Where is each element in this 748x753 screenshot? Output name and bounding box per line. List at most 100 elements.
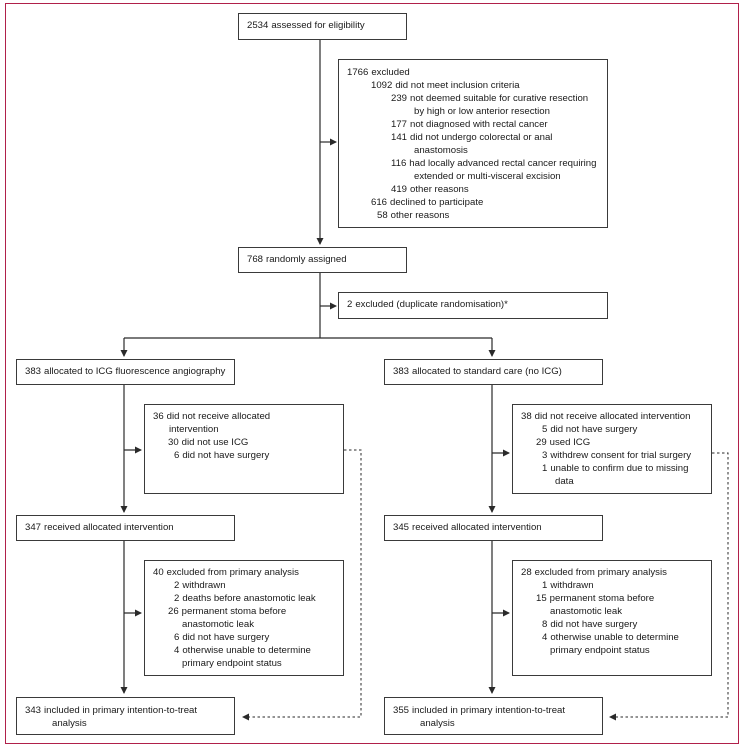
right-allocated-label: allocated to standard care (no ICG) bbox=[412, 366, 562, 377]
right-included-count: 355 bbox=[393, 705, 410, 716]
left-unable-label: otherwise unable to determine bbox=[182, 645, 311, 656]
randomised-count: 768 bbox=[247, 254, 264, 265]
left-received-count: 347 bbox=[25, 522, 42, 533]
inclusion-count: 1092 bbox=[371, 80, 393, 91]
assessed-label: assessed for eligibility bbox=[271, 20, 365, 31]
left-excl-count: 40 bbox=[153, 567, 164, 578]
right-withdrew-label: withdrew consent for trial surgery bbox=[550, 450, 692, 461]
advanced-count: 116 bbox=[391, 158, 407, 169]
left-noicg-count: 30 bbox=[168, 437, 179, 448]
right-missing-count: 1 bbox=[542, 463, 548, 474]
right-usedicg-count: 29 bbox=[536, 437, 547, 448]
right-stoma-count: 15 bbox=[536, 593, 547, 604]
left-nosurgery-label: did not have surgery bbox=[182, 450, 270, 461]
right-missing-cont: data bbox=[555, 476, 574, 487]
right-stoma-cont: anastomotic leak bbox=[550, 606, 622, 617]
rectal-label: not diagnosed with rectal cancer bbox=[410, 119, 548, 130]
anastomosis-count: 141 bbox=[391, 132, 408, 143]
left-nosurgery-count: 6 bbox=[174, 450, 180, 461]
right-included-cont: analysis bbox=[420, 718, 455, 729]
right-withdrawn-count: 1 bbox=[542, 580, 548, 591]
randomised-label: randomly assigned bbox=[266, 254, 347, 265]
other2-label: other reasons bbox=[390, 210, 450, 221]
left-excl-label: excluded from primary analysis bbox=[166, 567, 299, 578]
anastomosis-label: did not undergo colorectal or anal bbox=[410, 132, 553, 143]
left-unable-count: 4 bbox=[174, 645, 180, 656]
left-noicg-label: did not use ICG bbox=[181, 437, 249, 448]
left-received-label: received allocated intervention bbox=[44, 522, 174, 533]
duplicate-count: 2 bbox=[347, 299, 353, 310]
left-notreceived-label: did not receive allocated bbox=[166, 411, 271, 422]
curative-count: 239 bbox=[391, 93, 408, 104]
anastomosis-cont: anastomosis bbox=[414, 145, 468, 156]
right-received-label: received allocated intervention bbox=[412, 522, 542, 533]
left-notreceived-cont: intervention bbox=[169, 424, 219, 435]
advanced-cont: extended or multi-visceral excision bbox=[414, 171, 561, 182]
assessed-count: 2534 bbox=[247, 20, 269, 31]
right-stoma-label: permanent stoma before bbox=[549, 593, 655, 604]
left-included-label: included in primary intention-to-treat bbox=[44, 705, 198, 716]
excluded-total-label: excluded bbox=[371, 67, 410, 78]
right-nosurg2-count: 8 bbox=[542, 619, 548, 630]
left-unable-cont: primary endpoint status bbox=[182, 658, 282, 669]
curative-cont: by high or low anterior resection bbox=[414, 106, 550, 117]
left-included-count: 343 bbox=[25, 705, 42, 716]
right-received-count: 345 bbox=[393, 522, 410, 533]
advanced-label: had locally advanced rectal cancer requi… bbox=[409, 158, 597, 169]
excluded-total-count: 1766 bbox=[347, 67, 369, 78]
left-withdrawn-count: 2 bbox=[174, 580, 180, 591]
left-notreceived-count: 36 bbox=[153, 411, 164, 422]
right-notreceived-count: 38 bbox=[521, 411, 532, 422]
left-included-cont: analysis bbox=[52, 718, 87, 729]
left-stoma-label: permanent stoma before bbox=[181, 606, 287, 617]
right-nosurg2-label: did not have surgery bbox=[550, 619, 638, 630]
right-allocated-count: 383 bbox=[393, 366, 410, 377]
right-unable-count: 4 bbox=[542, 632, 548, 643]
right-excl-count: 28 bbox=[521, 567, 532, 578]
declined-count: 616 bbox=[371, 197, 388, 208]
right-excl-label: excluded from primary analysis bbox=[534, 567, 667, 578]
duplicate-label: excluded (duplicate randomisation)* bbox=[355, 299, 508, 310]
right-included-label: included in primary intention-to-treat bbox=[412, 705, 566, 716]
left-stoma-count: 26 bbox=[168, 606, 179, 617]
right-withdrawn-label: withdrawn bbox=[550, 580, 594, 591]
left-withdrawn-label: withdrawn bbox=[182, 580, 226, 591]
left-deaths-label: deaths before anastomotic leak bbox=[182, 593, 316, 604]
left-allocated-label: allocated to ICG fluorescence angiograph… bbox=[44, 366, 226, 377]
right-missing-label: unable to confirm due to missing bbox=[550, 463, 689, 474]
figure-frame bbox=[5, 3, 739, 744]
right-unable-label: otherwise unable to determine bbox=[550, 632, 679, 643]
left-nosurg2-label: did not have surgery bbox=[182, 632, 270, 643]
declined-label: declined to participate bbox=[390, 197, 484, 208]
curative-label: not deemed suitable for curative resecti… bbox=[410, 93, 589, 104]
right-nosurgery-count: 5 bbox=[542, 424, 548, 435]
left-stoma-cont: anastomotic leak bbox=[182, 619, 254, 630]
other-count: 419 bbox=[391, 184, 408, 195]
right-unable-cont: primary endpoint status bbox=[550, 645, 650, 656]
other2-count: 58 bbox=[377, 210, 388, 221]
left-dotted-return bbox=[242, 449, 362, 721]
other-label: other reasons bbox=[410, 184, 469, 195]
rectal-count: 177 bbox=[391, 119, 408, 130]
right-nosurgery-label: did not have surgery bbox=[550, 424, 638, 435]
right-notreceived-label: did not receive allocated intervention bbox=[534, 411, 691, 422]
inclusion-label: did not meet inclusion criteria bbox=[395, 80, 520, 91]
left-nosurg2-count: 6 bbox=[174, 632, 180, 643]
left-allocated-count: 383 bbox=[25, 366, 42, 377]
right-withdrew-count: 3 bbox=[542, 450, 548, 461]
